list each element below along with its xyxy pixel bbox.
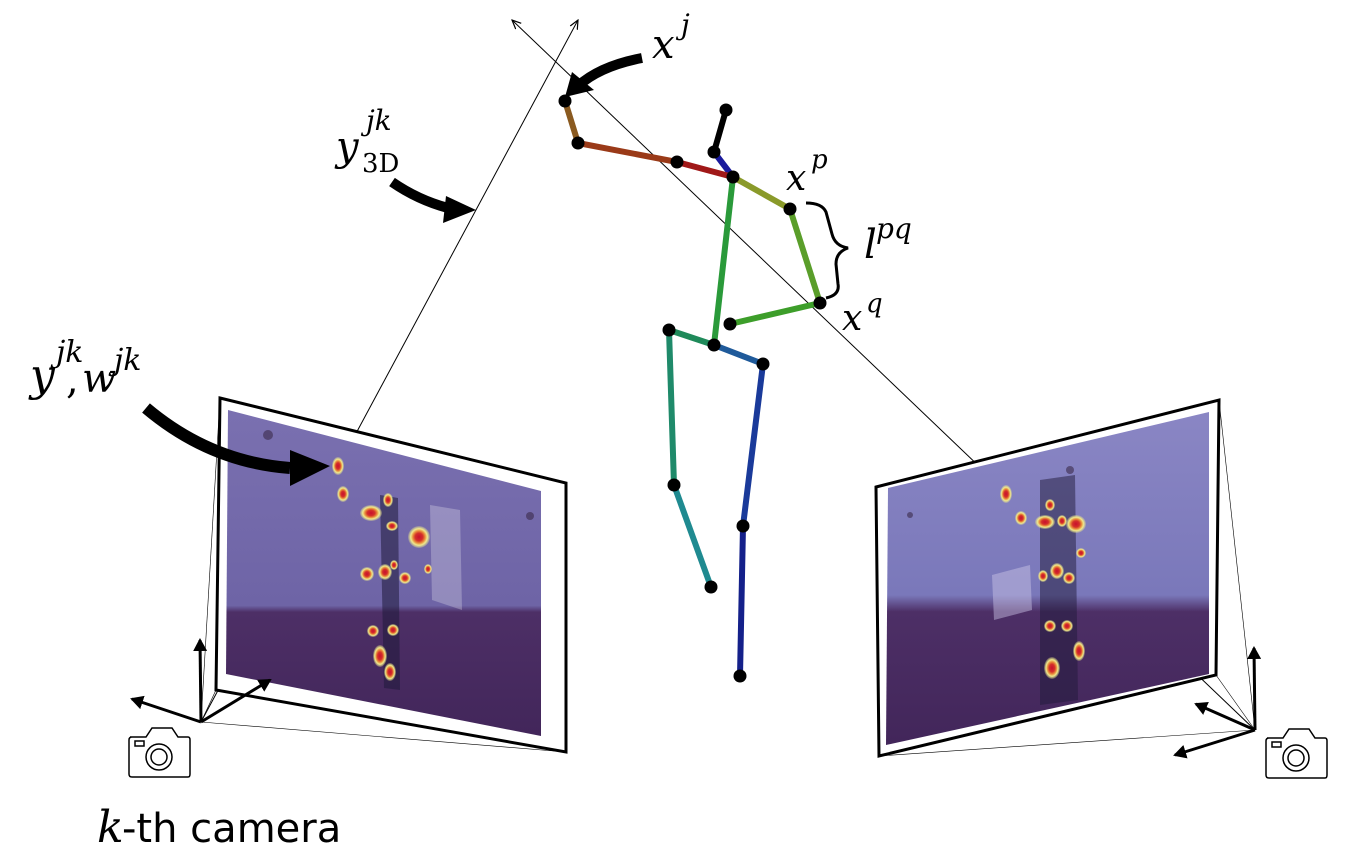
right-camera-view (874, 398, 1256, 758)
left-camera-view (200, 396, 568, 754)
bone-right-hand (727, 300, 823, 327)
skeleton-joints (558, 94, 827, 683)
svg-text:jk: jk (50, 335, 83, 370)
bone-left-shin (671, 482, 714, 590)
brace-l-pq (805, 201, 849, 300)
bone-left-upper-arm (674, 159, 736, 180)
arrow-to-x-j (574, 53, 643, 90)
bone-head (711, 107, 729, 155)
bone-left-thigh (666, 327, 677, 488)
right-camera-axes (1173, 646, 1262, 759)
label-y3d-jk: y jk 3D (334, 104, 399, 179)
joint-x-q (813, 296, 827, 310)
right-heatmaps (1000, 485, 1086, 679)
arrow-to-y3d (389, 177, 450, 213)
svg-text:y: y (28, 350, 56, 401)
svg-text:k: k (97, 802, 124, 853)
joint-left-hip (662, 323, 676, 337)
label-x-j: x j (652, 8, 690, 68)
bone-right-shin (737, 523, 746, 679)
label-kth-camera: k -th camera (97, 802, 341, 853)
bone-left-hip (666, 327, 717, 348)
svg-text:x: x (842, 298, 862, 339)
svg-text:-th camera: -th camera (122, 806, 341, 852)
left-heatmaps (332, 457, 432, 681)
svg-text:pq: pq (876, 212, 912, 245)
svg-text:x: x (786, 158, 806, 199)
joint-head (707, 145, 721, 159)
svg-text:,: , (66, 357, 79, 403)
joint-left-ankle (704, 580, 718, 594)
svg-text:jk: jk (108, 343, 141, 378)
joint-right-ankle (733, 669, 747, 683)
skeleton-3d (562, 98, 823, 679)
svg-text:q: q (866, 289, 883, 319)
joint-left-wrist (571, 136, 585, 150)
bone-left-hand (562, 98, 581, 146)
camera-icon (1265, 728, 1328, 779)
joint-right-knee (736, 519, 750, 533)
label-y-w-jk: y jk , w jk (28, 335, 141, 403)
joint-x-j (558, 94, 572, 108)
svg-text:w: w (82, 356, 116, 402)
arrow-to-y-jk (142, 403, 291, 474)
bone-left-forearm (575, 140, 680, 165)
label-l-pq: l pq (864, 212, 912, 268)
bone-right-forearm (787, 206, 823, 306)
svg-text:y: y (334, 124, 360, 170)
camera-icon (128, 727, 191, 778)
joint-pelvis (707, 338, 721, 352)
joint-x-p (783, 202, 797, 216)
bone-right-hip (711, 342, 766, 367)
joint-right-hip (756, 357, 770, 371)
svg-text:j: j (675, 8, 690, 41)
bone-right-upper-arm (730, 174, 793, 212)
joint-left-elbow (670, 155, 684, 169)
right-frustum-lines (878, 399, 1256, 757)
bone-spine (711, 174, 736, 348)
svg-text:x: x (652, 22, 675, 68)
joint-neck (726, 170, 740, 184)
label-x-q: x q (842, 289, 883, 339)
label-x-p: x p (786, 145, 828, 199)
pointer-arrows (142, 53, 643, 486)
svg-text:3D: 3D (362, 149, 399, 179)
joint-head-top (719, 103, 733, 117)
joint-right-hand (723, 317, 737, 331)
svg-text:p: p (811, 145, 828, 175)
svg-text:l: l (864, 222, 877, 268)
left-camera-axes (130, 638, 272, 724)
svg-text:jk: jk (360, 104, 392, 137)
bone-right-thigh (740, 361, 766, 529)
joint-left-knee (667, 478, 681, 492)
